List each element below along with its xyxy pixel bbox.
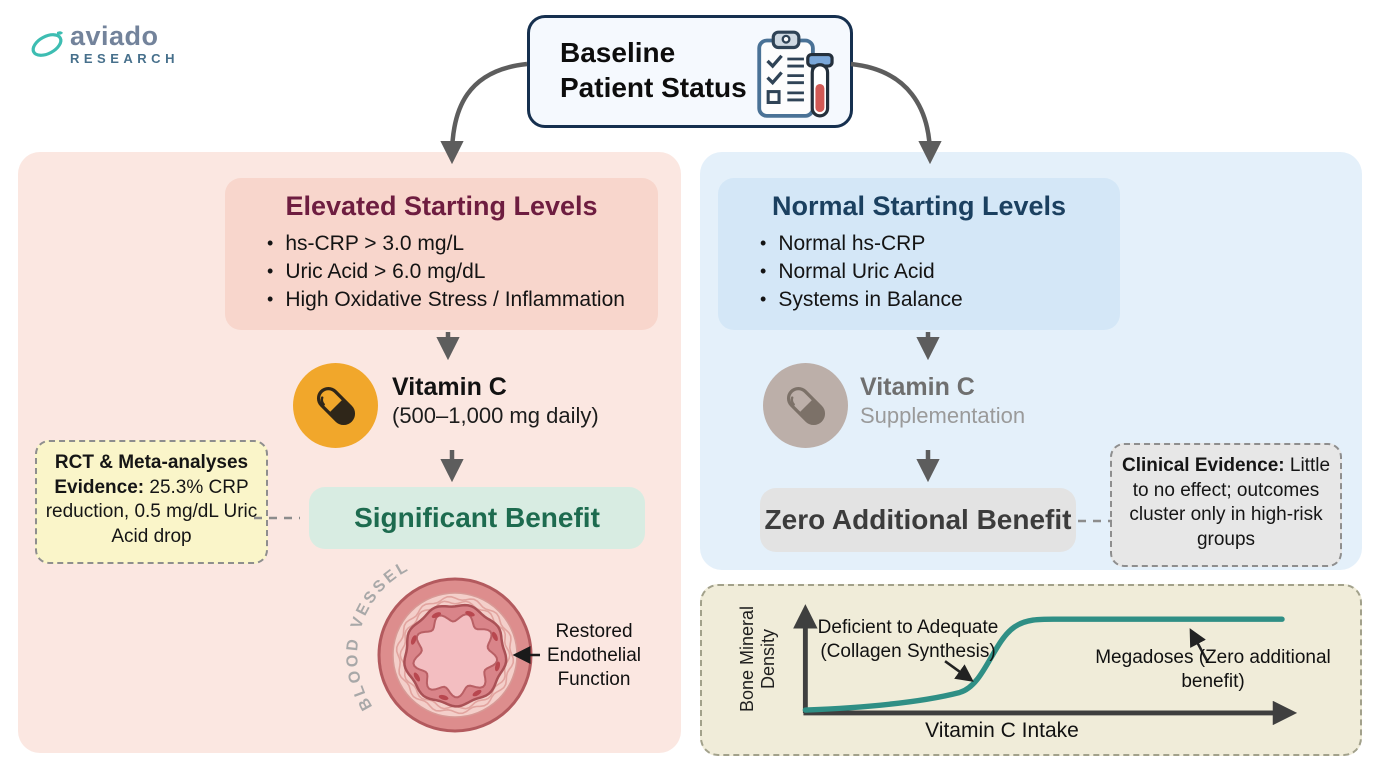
dose-response-chart — [793, 604, 1298, 726]
elevated-pathway-panel: Elevated Starting Levels hs-CRP > 3.0 mg… — [18, 152, 681, 753]
evidence-bold-text: RCT & Meta-analyses Evidence: — [54, 452, 249, 498]
list-item: Normal hs-CRP — [760, 230, 1120, 258]
evidence-bold-text: Clinical Evidence: — [1121, 455, 1285, 476]
list-item: hs-CRP > 3.0 mg/L — [267, 230, 658, 258]
arrow-baseline-to-elevated — [440, 61, 528, 165]
baseline-title-line1: Baseline — [560, 37, 676, 68]
elevated-levels-list: hs-CRP > 3.0 mg/L Uric Acid > 6.0 mg/dL … — [225, 230, 658, 314]
baseline-title-line2: Patient Status — [560, 72, 747, 103]
vitamin-c-inactive-badge — [763, 363, 848, 448]
pill-subtitle: (500–1,000 mg daily) — [392, 403, 599, 428]
vitamin-c-active-badge — [293, 363, 378, 448]
normal-levels-box: Normal Starting Levels Normal hs-CRP Nor… — [718, 178, 1120, 330]
clinical-evidence-callout: Clinical Evidence: Little to no effect; … — [1110, 443, 1342, 567]
dose-response-chart-panel: Bone Mineral Density Deficient to Adequa… — [700, 584, 1362, 756]
chart-annotation-rising: Deficient to Adequate (Collagen Synthesi… — [817, 617, 999, 662]
capsule-icon — [316, 386, 355, 425]
list-item: High Oxidative Stress / Inflammation — [267, 286, 658, 314]
list-item: Uric Acid > 6.0 mg/dL — [267, 258, 658, 286]
vitamin-c-dose-label: Vitamin C (500–1,000 mg daily) — [392, 373, 599, 430]
normal-levels-title: Normal Starting Levels — [771, 191, 1067, 221]
sigmoid-curve — [802, 616, 1285, 713]
baseline-patient-status-box: Baseline Patient Status — [527, 15, 853, 128]
restored-endothelial-note: Restored Endothelial Function — [546, 621, 642, 690]
list-item: Systems in Balance — [760, 286, 1120, 314]
significant-benefit-box: Significant Benefit — [309, 487, 645, 549]
elevated-levels-title: Elevated Starting Levels — [285, 191, 598, 221]
brand-logo: aviado RESEARCH — [28, 22, 179, 66]
evidence-detail-text: 25.3% CRP reduction, 0.5 mg/dL Uric Acid… — [45, 476, 258, 547]
annotation-arrow-plateau — [1189, 628, 1209, 663]
list-item: Normal Uric Acid — [760, 258, 1120, 286]
arrow-baseline-to-normal — [850, 61, 942, 165]
capsule-icon — [786, 386, 825, 425]
vitamin-c-supplement-label: Vitamin C Supplementation — [860, 373, 1025, 430]
chart-y-axis-label: Bone Mineral Density — [737, 605, 778, 713]
chart-x-axis-label: Vitamin C Intake — [925, 719, 1079, 742]
logo-subtitle: RESEARCH — [70, 51, 179, 66]
normal-pathway-panel: Normal Starting Levels Normal hs-CRP Nor… — [700, 152, 1362, 570]
logo-swirl-icon — [31, 31, 63, 57]
chart-annotation-plateau: Megadoses (Zero additional benefit) — [1095, 647, 1331, 692]
normal-levels-list: Normal hs-CRP Normal Uric Acid Systems i… — [718, 230, 1120, 314]
pill-subtitle: Supplementation — [860, 403, 1026, 428]
clipboard-test-tube-icon — [757, 30, 834, 118]
evidence-detail-text: Little to no effect; outcomes cluster on… — [1129, 455, 1331, 550]
logo-name: aviado — [70, 21, 159, 51]
pill-title: Vitamin C — [860, 373, 975, 401]
zero-benefit-box: Zero Additional Benefit — [760, 488, 1076, 552]
elevated-levels-box: Elevated Starting Levels hs-CRP > 3.0 mg… — [225, 178, 658, 330]
endothelial-nuclei — [410, 610, 501, 701]
pill-title: Vitamin C — [392, 373, 507, 401]
blood-vessel-illustration: BLOOD VESSEL — [344, 560, 533, 733]
rct-evidence-callout: RCT & Meta-analyses Evidence: 25.3% CRP … — [35, 440, 268, 564]
annotation-arrow-rising — [944, 660, 974, 682]
